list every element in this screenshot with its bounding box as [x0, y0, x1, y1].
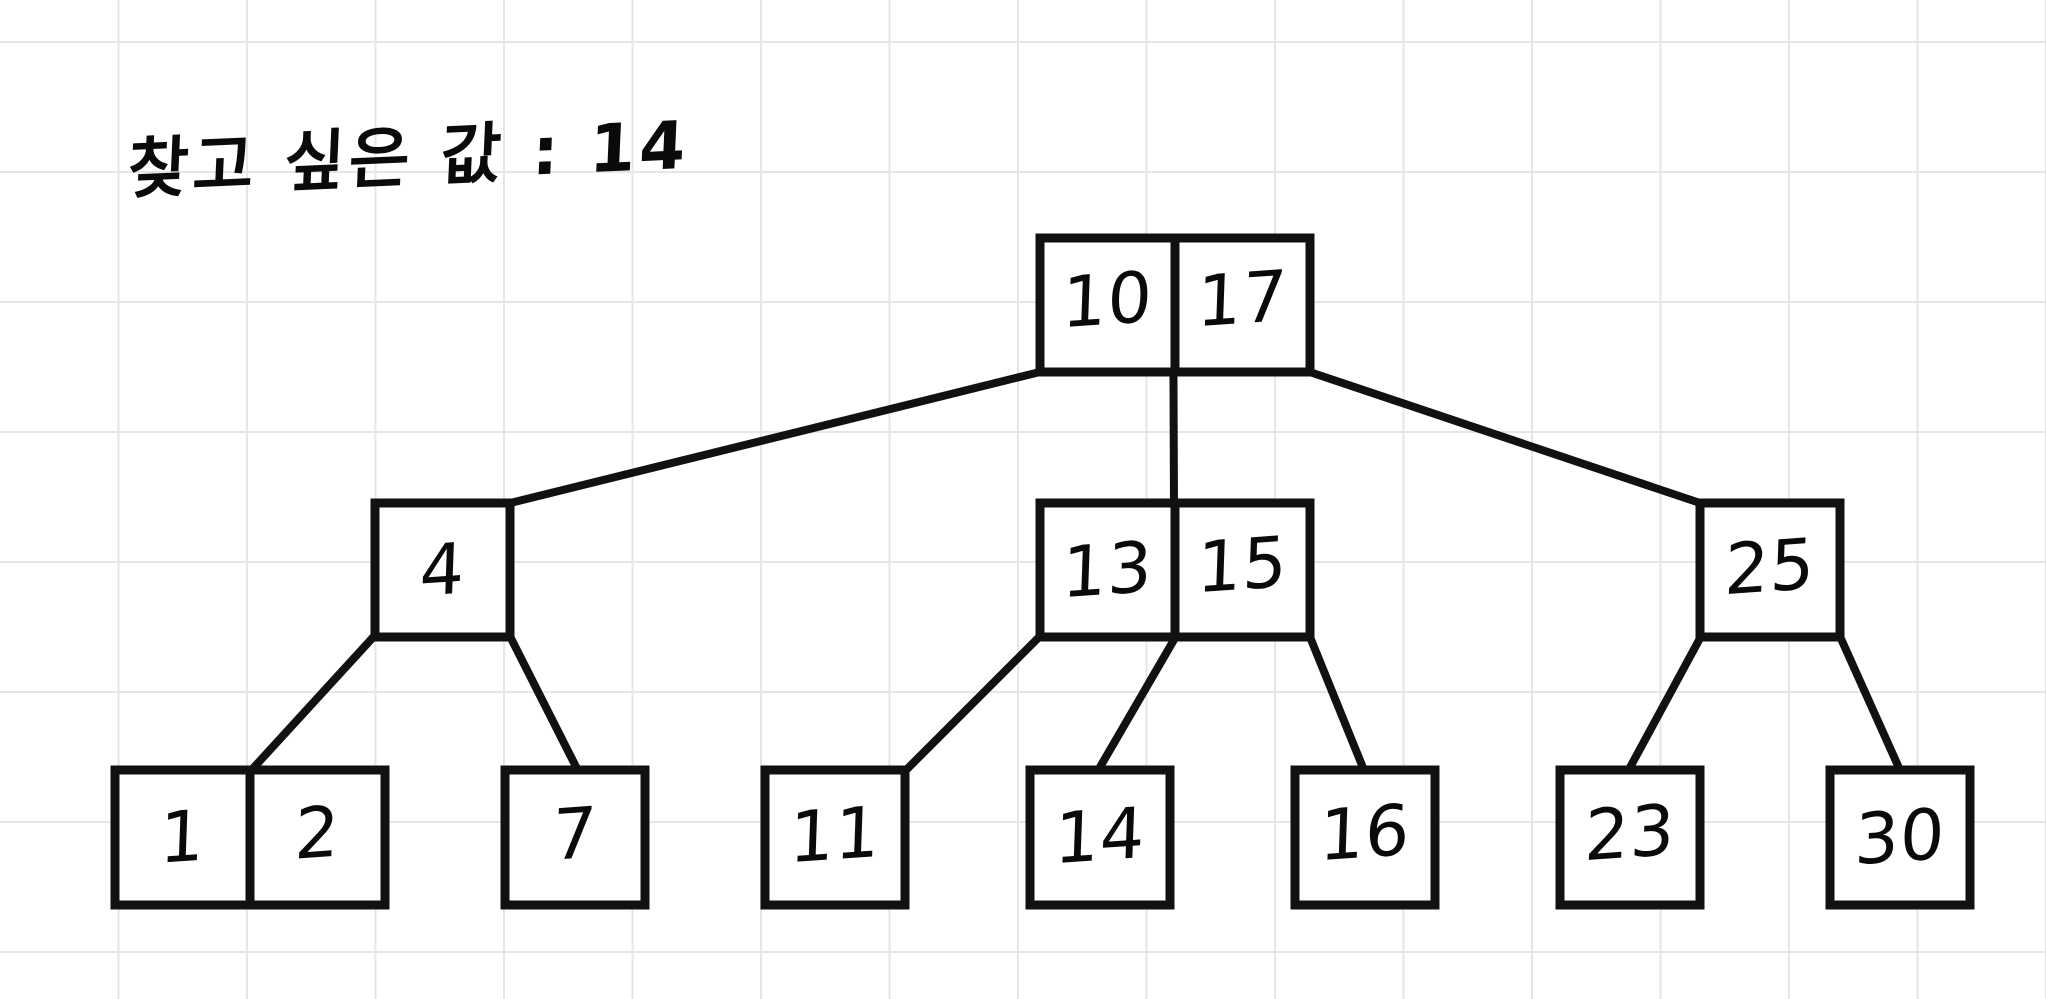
btree-node: [1025, 765, 1175, 910]
tree-edge: [1305, 633, 1368, 774]
node-key-label: 7: [550, 791, 600, 877]
node-key-label: 17: [1195, 254, 1290, 344]
tree-edge: [1836, 633, 1904, 774]
btree-node: [1035, 233, 1315, 377]
node-key-label: 16: [1318, 788, 1412, 878]
btree-node: [760, 765, 910, 910]
node-key-label: 23: [1583, 788, 1677, 877]
node-key-label: 30: [1853, 793, 1947, 882]
tree-edge: [247, 633, 378, 774]
btree-node: [370, 498, 515, 642]
node-box-layer: [110, 233, 1975, 910]
btree-node: [1555, 765, 1705, 910]
node-key-label: 2: [293, 789, 342, 876]
tree-edge: [506, 633, 582, 774]
tree-edge: [1169, 368, 1178, 507]
edge-layer: [247, 368, 1904, 774]
node-outline: [1695, 498, 1845, 642]
btree-node: [1825, 765, 1975, 910]
node-outline: [760, 765, 910, 910]
node-key-label: 15: [1195, 520, 1290, 610]
node-outline: [1290, 765, 1440, 910]
tree-edge: [1624, 633, 1705, 774]
node-outline: [1825, 765, 1975, 910]
node-key-label: 1: [158, 794, 207, 881]
btree-node: [110, 765, 390, 910]
btree-node: [1035, 498, 1315, 642]
tree-edge: [902, 633, 1044, 774]
node-key-label: 10: [1060, 255, 1155, 345]
node-key-label: 4: [418, 526, 467, 613]
btree-node: [500, 765, 650, 910]
tree-edge: [1094, 633, 1180, 774]
node-outline: [1025, 765, 1175, 910]
node-outline: [1555, 765, 1705, 910]
btree-node: [1290, 765, 1440, 910]
node-key-label: 25: [1723, 522, 1817, 612]
tree-edge: [506, 368, 1044, 507]
node-key-label: 14: [1053, 791, 1147, 880]
node-outline: [370, 498, 515, 642]
node-key-label: 11: [788, 790, 882, 880]
node-key-label: 13: [1060, 525, 1155, 615]
tree-edge: [1305, 368, 1705, 507]
node-outline: [500, 765, 650, 910]
btree-node: [1695, 498, 1845, 642]
